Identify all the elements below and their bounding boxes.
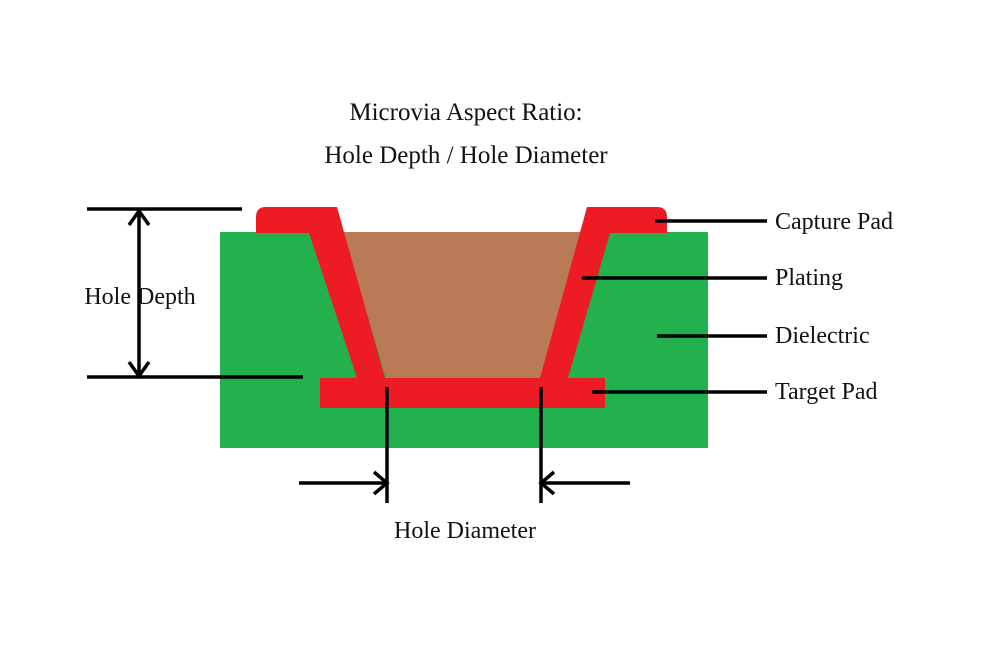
plating-label: Plating: [775, 265, 844, 291]
target-pad-label: Target Pad: [775, 379, 878, 405]
target-pad-shape: [320, 378, 605, 408]
right-capture-pad-plating-shape: [540, 207, 667, 378]
hole-depth-down-arrowhead-icon: [127, 360, 151, 380]
left-capture-pad-plating-shape: [256, 207, 385, 378]
hole-diameter-label: Hole Diameter: [394, 518, 536, 544]
hole-diameter-right-pointing-arrowhead-icon: [372, 470, 390, 496]
hole-diameter-left-pointing-arrowhead-icon: [538, 470, 556, 496]
figure-title-line1: Microvia Aspect Ratio:: [349, 99, 583, 126]
hole-interior-shape: [343, 232, 586, 378]
figure-title-line2: Hole Depth / Hole Diameter: [324, 142, 608, 169]
capture-pad-label: Capture Pad: [775, 209, 893, 235]
hole-depth-label: Hole Depth: [84, 284, 196, 310]
dielectric-label: Dielectric: [775, 323, 870, 349]
hole-depth-up-arrowhead-icon: [127, 207, 151, 227]
